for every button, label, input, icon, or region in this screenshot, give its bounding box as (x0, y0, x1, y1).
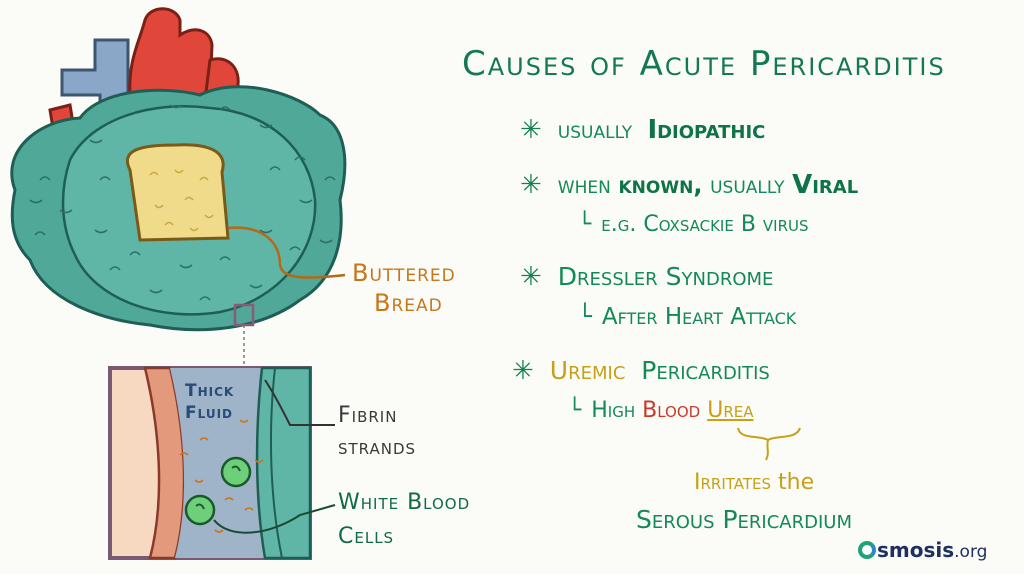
bullet-dressler: ✳ Dressler Syndrome (520, 262, 773, 292)
bullet-uremic: ✳ Uremic Pericarditis (512, 356, 770, 386)
bullet-text: usually (710, 171, 785, 199)
sub-coxsackie: └ e.g. Coxsackie B virus (578, 212, 809, 237)
label-line: Fibrin (338, 403, 398, 428)
bullet-keyword: Uremic (549, 356, 626, 385)
sub-text: Urea (707, 398, 754, 423)
bullet-keyword: Dressler Syndrome (557, 262, 774, 291)
urea-brace (737, 427, 801, 461)
irritates-text: Irritates (694, 470, 772, 495)
hook-icon: └ (578, 304, 592, 330)
asterisk-icon: ✳ (520, 170, 542, 200)
sub-text: Blood (642, 398, 701, 423)
label-white-blood-cells: White Blood Cells (338, 486, 470, 554)
logo-org: .org (954, 542, 988, 562)
bullet-keyword: known, (618, 171, 703, 199)
serous-text: Serous Pericardium (636, 505, 852, 534)
label-line: Buttered (352, 259, 456, 287)
bread-leader (227, 226, 346, 279)
white-blood-cell (220, 456, 252, 488)
label-line: Bread (374, 289, 443, 317)
white-blood-cell (184, 494, 216, 526)
asterisk-icon: ✳ (512, 356, 534, 386)
sub-text: After Heart Attack (601, 304, 797, 330)
irritates-note: Irritates the (694, 470, 814, 495)
label-thick-fluid: Thick Fluid (185, 380, 234, 424)
sac-texture (29, 104, 336, 301)
sub-heart-attack: └ After Heart Attack (578, 304, 796, 330)
label-fibrin-strands: Fibrin strands (338, 400, 416, 464)
bullet-viral: ✳ when known, usually Viral (520, 170, 858, 200)
asterisk-icon: ✳ (520, 115, 542, 145)
bullet-keyword: Idiopathic (647, 115, 766, 145)
label-line: Fluid (185, 403, 234, 423)
sub-urea: └ High Blood Urea (568, 398, 753, 423)
osmosis-logo: smosis.org (858, 538, 987, 562)
bullet-keyword: Viral (792, 170, 859, 200)
label-line: strands (338, 435, 417, 460)
label-buttered-bread: Buttered Bread (352, 258, 456, 318)
bullet-text: usually (557, 116, 633, 144)
label-line: Cells (338, 524, 395, 549)
buttered-bread (126, 143, 230, 242)
hook-icon: └ (578, 212, 592, 237)
irritates-the: the (778, 470, 815, 495)
wbc-leader (213, 504, 336, 534)
bullet-idiopathic: ✳ usually Idiopathic (520, 115, 765, 145)
bullet-text: when (557, 171, 611, 199)
page-title: Causes of Acute Pericarditis (462, 44, 946, 84)
sub-text: e.g. Coxsackie B virus (601, 212, 809, 237)
label-line: White Blood (338, 490, 471, 515)
serous-pericardium: Serous Pericardium (636, 505, 852, 534)
sub-text: High (591, 398, 636, 423)
bullet-keyword: Pericarditis (641, 356, 770, 385)
logo-name: smosis (877, 538, 955, 562)
fibrin-leader (264, 379, 335, 426)
logo-o-icon (858, 541, 876, 559)
asterisk-icon: ✳ (520, 262, 542, 292)
label-line: Thick (185, 381, 235, 401)
hook-icon: └ (568, 398, 582, 423)
